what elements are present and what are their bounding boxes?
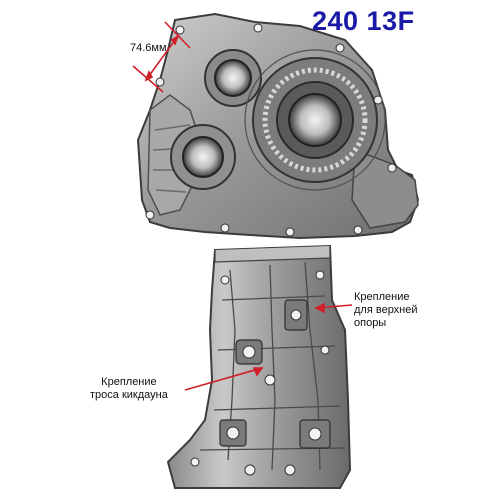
callout-line: для верхней <box>354 304 418 316</box>
callout-line: Крепление <box>354 291 410 303</box>
callout-line: троса кикдауна <box>90 389 168 401</box>
callout-line: опоры <box>354 317 387 329</box>
dimension-label: 74.6мм <box>130 42 167 54</box>
callout-line: Крепление <box>101 376 157 388</box>
document-title: 240 13F <box>312 6 415 36</box>
callout-upper-mount: Крепление для верхней опоры <box>354 291 418 330</box>
callout-kickdown-cable: Крепление троса кикдауна <box>90 376 168 402</box>
